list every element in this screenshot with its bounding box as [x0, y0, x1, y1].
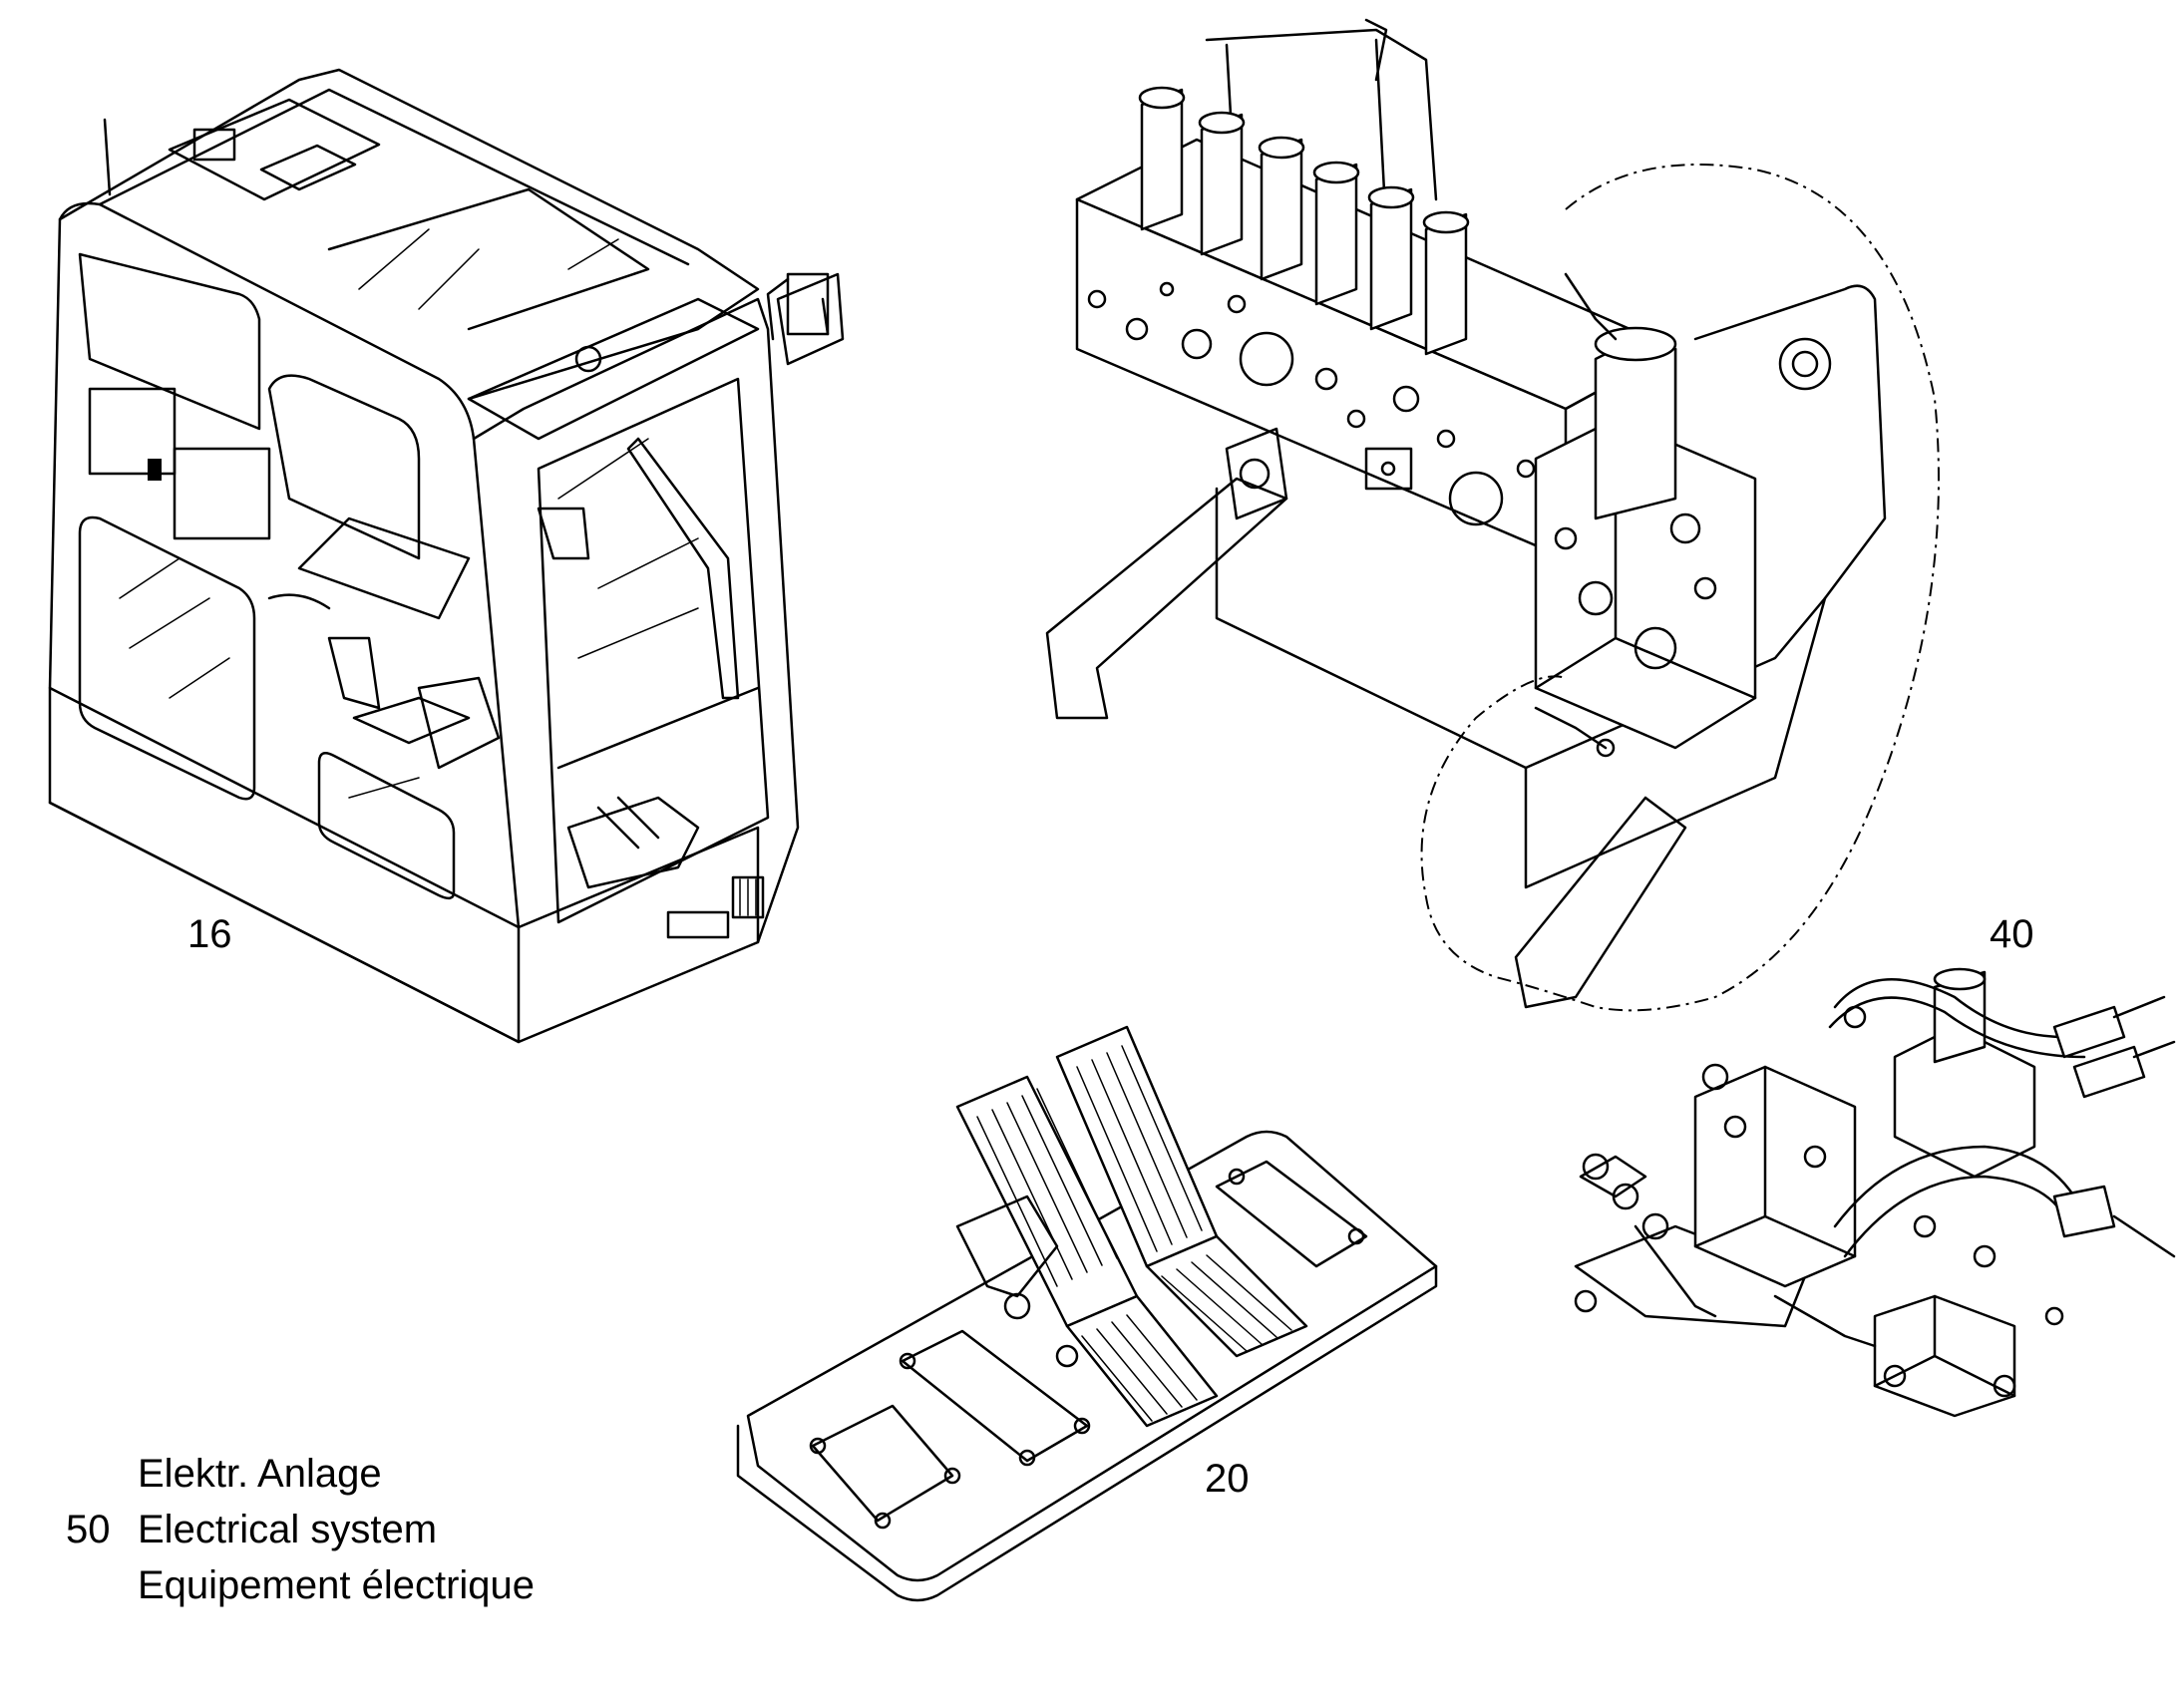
valve-assembly-40	[1574, 967, 2176, 1418]
cab-item-number: 16	[187, 912, 232, 956]
valve-item-number: 40	[1990, 912, 2034, 956]
legend-title-french: Equipement électrique	[138, 1563, 536, 1607]
valve-block-assembly	[1045, 18, 1940, 1012]
legend-title-german: Elektr. Anlage	[138, 1452, 382, 1496]
legend-group-number: 50	[66, 1508, 111, 1551]
cab-assembly	[48, 68, 845, 1044]
pedal-item-number: 20	[1205, 1457, 1250, 1501]
pedal-assembly	[736, 1025, 1438, 1602]
legend-title-english: Electrical system	[138, 1508, 438, 1551]
